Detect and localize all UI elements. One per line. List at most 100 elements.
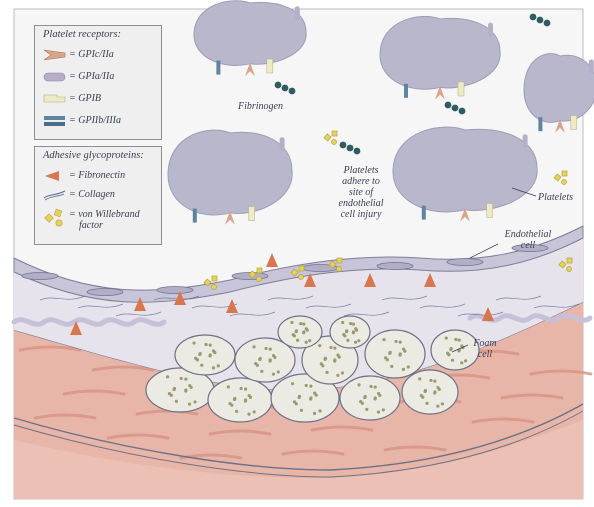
lipid-droplet — [341, 321, 344, 324]
lipid-droplet — [292, 333, 295, 336]
legend-label-gpia: = GPIa/IIa — [69, 71, 114, 82]
lipid-droplet — [306, 329, 309, 332]
vwf-square — [212, 276, 217, 281]
endothelial-line-2: cell — [498, 240, 558, 251]
lipid-droplet — [253, 410, 256, 413]
fibrinogen-bead — [530, 14, 537, 21]
foam-cell — [402, 370, 458, 414]
fibrinogen-bead — [347, 145, 354, 152]
lipid-droplet — [458, 338, 461, 341]
legend-label-vwf-line2: factor — [79, 220, 103, 231]
vwf-circle — [337, 267, 342, 272]
fibrinogen-bead — [282, 85, 289, 92]
lipid-droplet — [420, 394, 423, 397]
lipid-droplet — [293, 400, 296, 403]
lipid-droplet — [313, 412, 316, 415]
lipid-droplet — [300, 409, 303, 412]
endothelial-nucleus — [22, 273, 58, 280]
lipid-droplet — [252, 345, 255, 348]
lipid-droplet — [315, 394, 318, 397]
lipid-droplet — [436, 405, 439, 408]
caption-line-1: Platelets — [322, 165, 400, 176]
caption-line-4: endothelial — [322, 198, 400, 209]
lipid-droplet — [227, 385, 230, 388]
lipid-droplet — [454, 338, 457, 341]
lipid-droplet — [235, 410, 238, 413]
lipid-droplet — [272, 373, 275, 376]
platelet-body — [524, 54, 594, 123]
foam-cell-membrane — [278, 316, 322, 348]
lipid-droplet — [451, 359, 454, 362]
gpia-iia-receptor — [589, 59, 594, 73]
lipid-droplet — [460, 361, 463, 364]
fibrinogen-bead — [459, 108, 466, 115]
lipid-droplet — [240, 387, 243, 390]
lipid-droplet — [212, 366, 215, 369]
vwf-square — [332, 131, 337, 136]
lipid-droplet — [433, 380, 436, 383]
foam-cell — [208, 378, 272, 422]
lipid-droplet — [209, 343, 212, 346]
lipid-droplet — [228, 402, 231, 405]
foam-cell — [278, 316, 322, 348]
lipid-droplet — [333, 347, 336, 350]
von-willebrand-factor-icon — [43, 208, 67, 228]
lipid-droplet — [244, 399, 247, 402]
foam-cell-membrane — [175, 335, 235, 375]
lipid-droplet — [424, 389, 427, 392]
endothelial-nucleus — [87, 289, 123, 296]
fibrinogen-bead — [340, 142, 347, 149]
lipid-droplet — [190, 386, 193, 389]
lipid-droplet — [320, 362, 323, 365]
gpib-receptor — [267, 59, 273, 73]
lipid-droplet — [290, 321, 293, 324]
vwf-circle — [562, 180, 567, 185]
gpia-iia-receptor-icon — [43, 70, 67, 84]
gpib-receptor — [249, 207, 255, 221]
lipid-droplet — [341, 371, 344, 374]
legend-adhesive-glycoproteins: Adhesive glycoproteins: = Fibronectin = … — [34, 146, 162, 245]
lipid-droplet — [333, 360, 336, 363]
legend-row-fibronectin: = Fibronectin — [43, 169, 158, 183]
lipid-droplet — [382, 408, 385, 411]
caption-line-3: site of — [322, 187, 400, 198]
legend-row-gpib: = GPIB — [43, 92, 158, 106]
legend-row-gpia: = GPIa/IIa — [43, 70, 158, 84]
legend-glyco-title: Adhesive glycoproteins: — [43, 150, 144, 161]
gpiib-iiia-receptor — [538, 117, 542, 131]
lipid-droplet — [249, 396, 252, 399]
legend-row-gpic: = GPIc/IIa — [43, 48, 158, 62]
lipid-droplet — [295, 329, 298, 332]
lipid-droplet — [277, 370, 280, 373]
vwf-circle — [212, 285, 217, 290]
gpiib-iiia-receptor — [216, 61, 220, 75]
lipid-droplet — [394, 340, 397, 343]
lipid-droplet — [441, 402, 444, 405]
lipid-droplet — [446, 352, 449, 355]
lipid-droplet — [259, 357, 262, 360]
platelet-body — [194, 1, 306, 66]
lipid-droplet — [364, 395, 367, 398]
legend-label-gpiib: = GPIIb/IIIa — [69, 115, 121, 126]
fibrinogen-bead — [275, 82, 282, 89]
lipid-droplet — [260, 370, 263, 373]
lipid-droplet — [199, 352, 202, 355]
foam-cell-membrane — [330, 316, 370, 348]
caption-line-5: cell injury — [322, 209, 400, 220]
endothelial-line-1: Endothelial — [498, 229, 558, 240]
vwf-circle — [567, 267, 572, 272]
legend-label-collagen: = Collagen — [69, 189, 115, 200]
fibrinogen-bead — [289, 88, 296, 95]
fibrinogen-bead — [537, 17, 544, 24]
lipid-droplet — [325, 371, 328, 374]
lipid-droplet — [369, 385, 372, 388]
platelet-body — [380, 16, 500, 89]
lipid-droplet — [193, 400, 196, 403]
gpia-iia-receptor — [280, 137, 285, 151]
platelet-body — [168, 130, 292, 215]
vwf-circle — [299, 275, 304, 280]
endothelial-cell-label: Endothelial cell — [498, 229, 558, 251]
lipid-droplet — [318, 344, 321, 347]
legend-label-gpib: = GPIB — [69, 93, 101, 104]
foam-cell-membrane — [208, 378, 272, 422]
